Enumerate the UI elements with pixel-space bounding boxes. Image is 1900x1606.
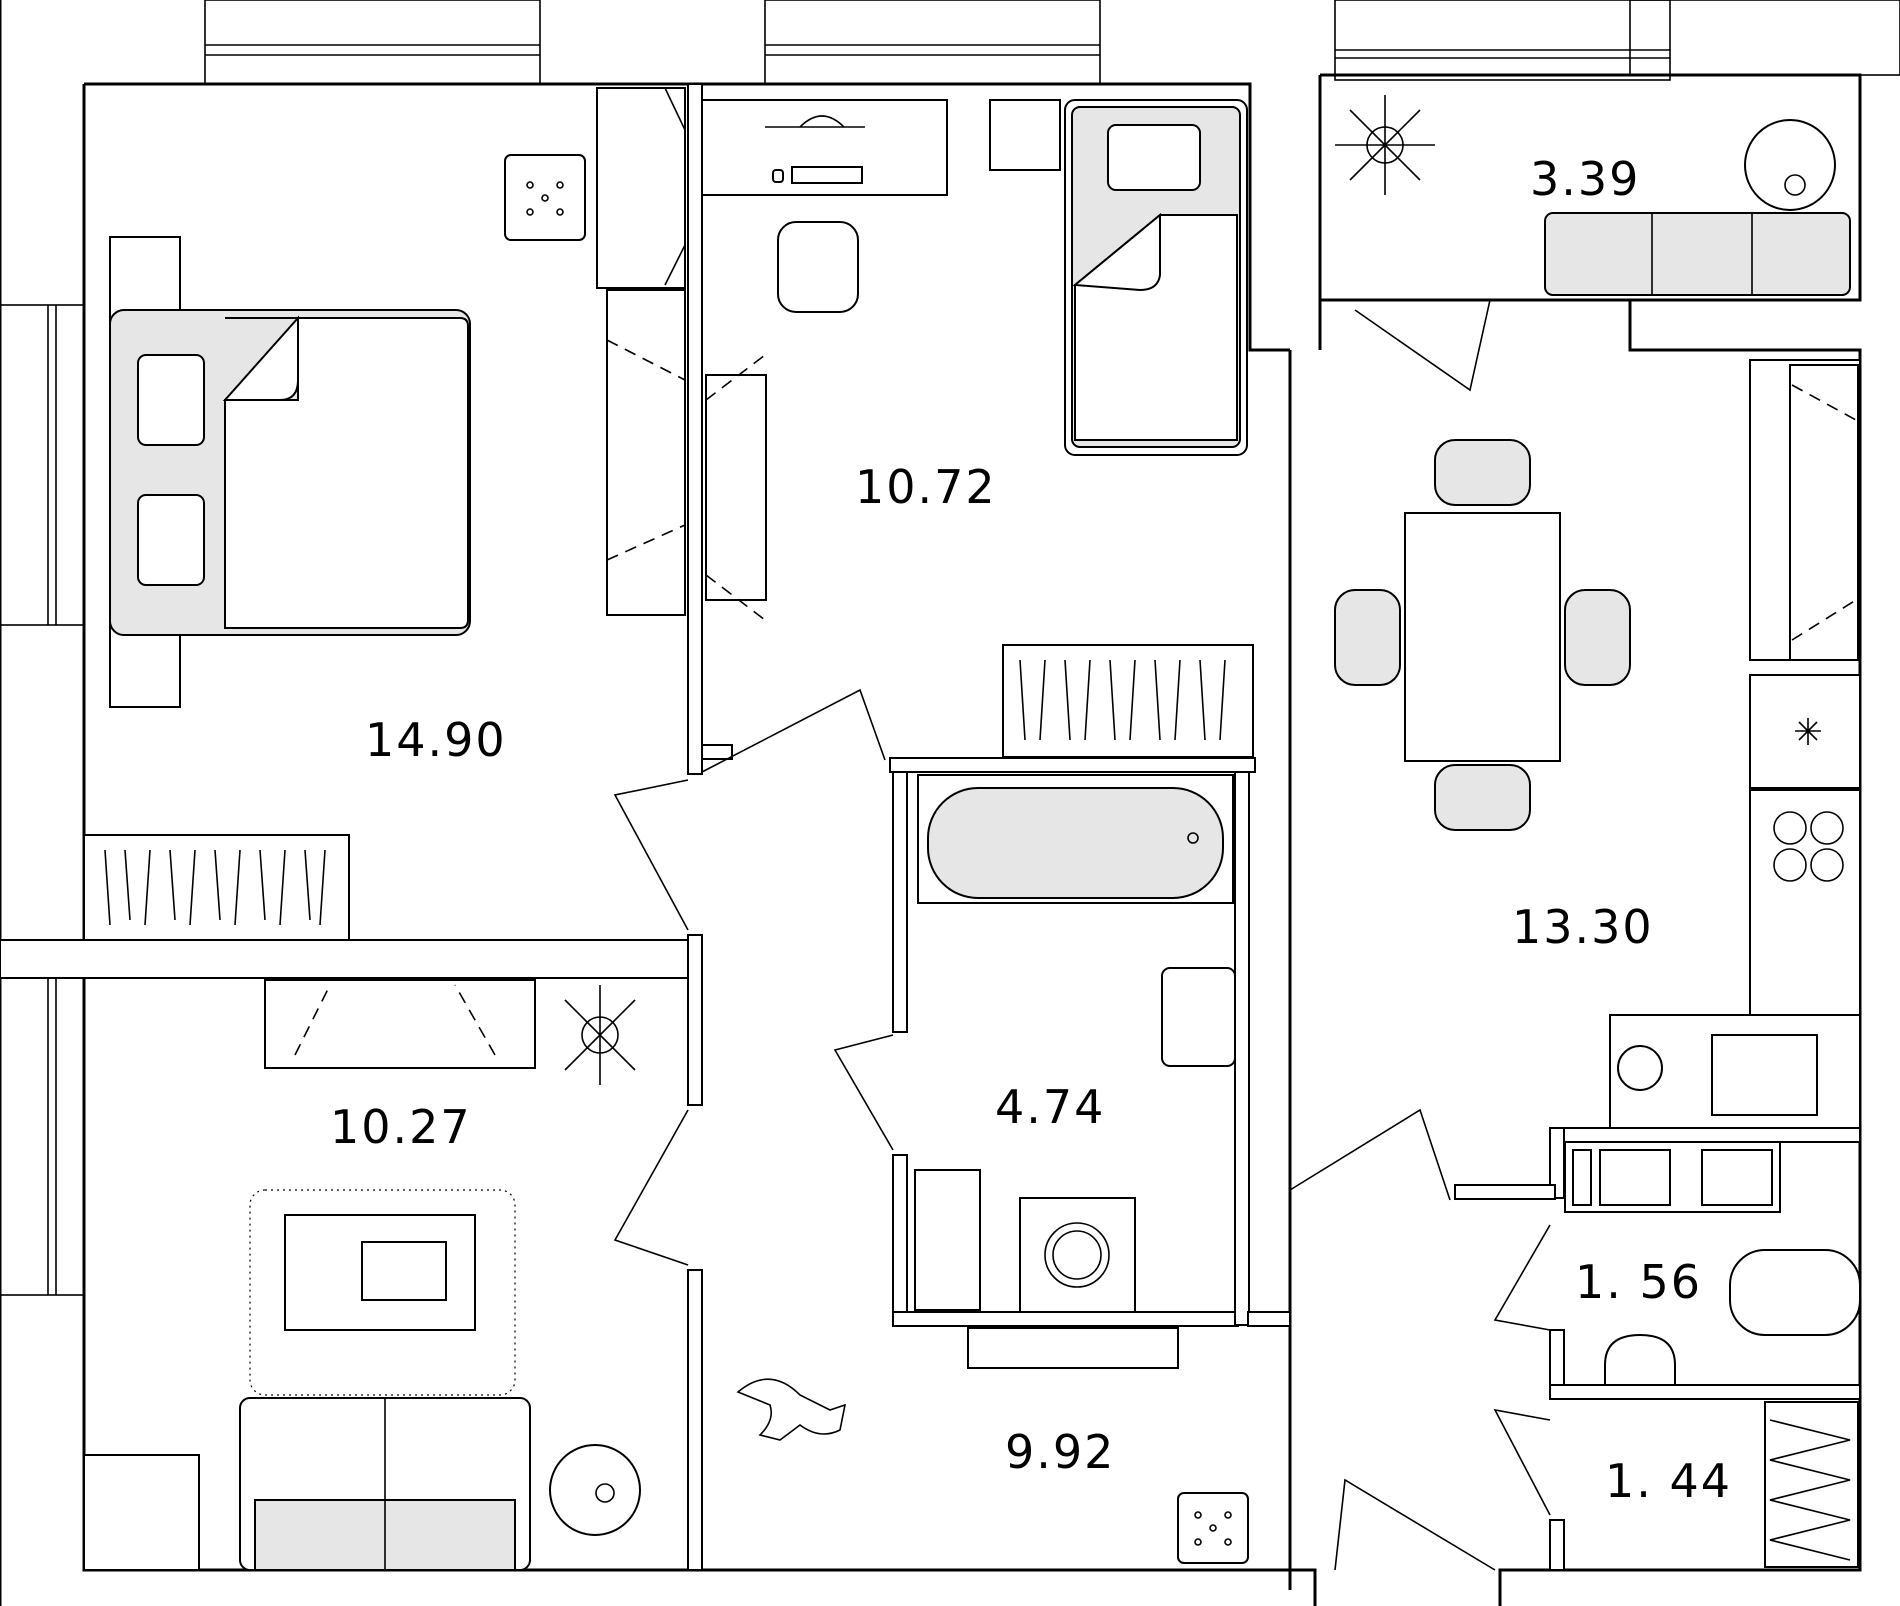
left-windows <box>0 304 85 1296</box>
small-sink <box>1604 1333 1676 1386</box>
tv-cabinet <box>1789 364 1859 661</box>
nightstand <box>989 99 1061 171</box>
kitchen-living <box>1334 364 1861 1129</box>
shelf <box>705 374 767 601</box>
area-label-storage: 1. 44 <box>1605 1454 1732 1508</box>
tv-stand <box>264 979 536 1069</box>
pouf <box>1177 1492 1249 1564</box>
area-label-kitchen-living: 13.30 <box>1512 900 1654 954</box>
round-table <box>1744 119 1836 211</box>
bedroom <box>83 87 686 941</box>
side-table <box>549 1444 641 1536</box>
snowflake-icon <box>1795 718 1821 745</box>
toilet-bowl <box>1729 1249 1861 1336</box>
pillow <box>1107 124 1201 191</box>
chair <box>1334 589 1401 686</box>
pillow <box>137 494 205 586</box>
area-labels: 14.90 10.72 3.39 13.30 10.27 4.74 1. 56 … <box>330 152 1732 1508</box>
chair <box>1564 589 1631 686</box>
area-label-toilet: 1. 56 <box>1575 1255 1702 1309</box>
bookshelf <box>83 1454 200 1571</box>
dining-table <box>1404 512 1561 762</box>
area-label-bedroom: 14.90 <box>365 713 507 767</box>
chair <box>777 221 859 313</box>
shoe-cabinet <box>967 1327 1179 1369</box>
plant-icon <box>564 985 636 1085</box>
top-windows <box>204 0 1900 85</box>
toilet <box>1564 1141 1861 1386</box>
area-label-hallway: 9.92 <box>1005 1425 1115 1479</box>
chair <box>1434 439 1531 506</box>
washbasin <box>1161 967 1236 1067</box>
kettle <box>1617 1045 1663 1091</box>
plant-icon <box>1335 95 1435 195</box>
area-label-balcony: 3.39 <box>1530 152 1640 206</box>
sink <box>1711 1034 1818 1116</box>
area-label-children-room: 10.72 <box>855 460 997 514</box>
cat-icon <box>736 1378 847 1441</box>
stove <box>1749 789 1861 1016</box>
wardrobe-top <box>596 87 686 289</box>
balcony-sofa <box>1544 212 1851 296</box>
area-label-bathroom: 4.74 <box>995 1080 1105 1134</box>
storage-rack <box>1764 1401 1859 1568</box>
dresser <box>83 834 350 941</box>
wardrobe <box>606 289 686 616</box>
living-room <box>83 979 641 1571</box>
laptop <box>361 1241 447 1301</box>
chair <box>1434 764 1531 831</box>
doors <box>613 299 1551 1571</box>
children-room <box>701 99 1254 758</box>
area-label-living-room: 10.27 <box>330 1100 472 1154</box>
laundry-cabinet <box>914 1169 981 1311</box>
storage <box>1764 1401 1859 1568</box>
hallway <box>736 1327 1249 1564</box>
washing-machine <box>1019 1197 1136 1313</box>
balcony <box>1318 73 1862 302</box>
bathroom <box>914 774 1236 1313</box>
nightstand <box>504 154 586 241</box>
pillow <box>137 354 205 446</box>
dresser <box>1002 644 1254 758</box>
